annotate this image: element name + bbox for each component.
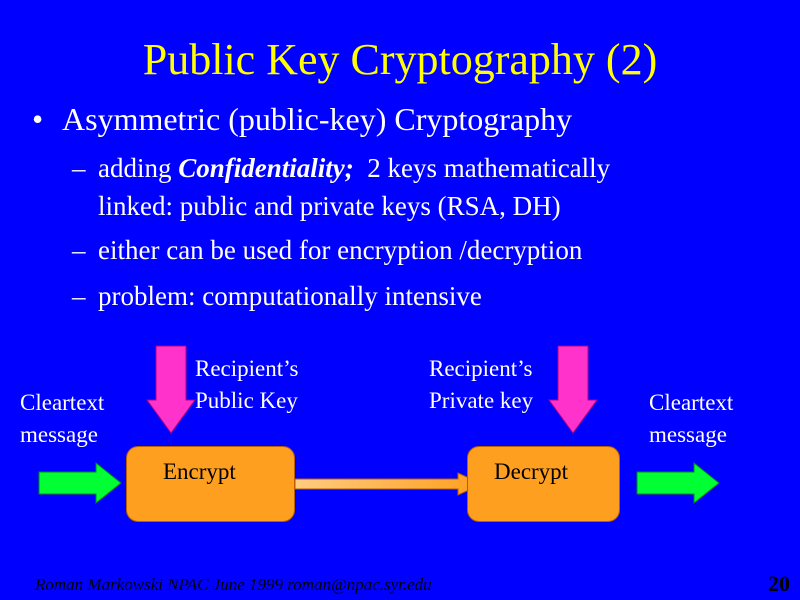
left-cleartext-label: Cleartext message xyxy=(20,387,104,451)
sub-bullet-1-prefix: adding xyxy=(98,153,179,183)
left-cleartext-line1: Cleartext xyxy=(20,390,105,415)
private-key-line1: Recipient’s xyxy=(429,356,533,381)
output-green-arrow-icon xyxy=(636,461,720,505)
sub-bullet-1-continuation: linked: public and private keys (RSA, DH… xyxy=(98,191,561,221)
encrypt-box: Encrypt xyxy=(126,446,295,522)
decrypt-label: Decrypt xyxy=(494,459,569,484)
left-cleartext-line2: message xyxy=(20,422,98,447)
main-bullet: • Asymmetric (public-key) Cryptography xyxy=(32,103,572,135)
sub-bullet-2: –either can be used for encryption /decr… xyxy=(72,237,582,264)
sub-bullet-2-text: either can be used for encryption /decry… xyxy=(98,235,583,265)
encrypt-label: Encrypt xyxy=(163,459,236,484)
sub-bullet-1-rest: 2 keys mathematically xyxy=(353,153,611,183)
private-key-down-arrow-icon xyxy=(548,345,598,434)
private-key-line2: Private key xyxy=(429,388,534,413)
dash-marker: – xyxy=(72,281,86,311)
page-number: 20 xyxy=(768,571,790,596)
input-green-arrow-icon xyxy=(38,461,122,505)
public-key-label: Recipient’s Public Key xyxy=(195,353,298,417)
dash-marker: – xyxy=(72,235,86,265)
bullet-marker: • xyxy=(32,101,44,137)
sub-bullet-3: –problem: computationally intensive xyxy=(72,283,482,310)
sub-bullet-1-emphasis: Confidentiality; xyxy=(178,153,354,183)
footer-credit: Roman Markowski NPAC June 1999 roman@npa… xyxy=(35,575,432,594)
slide-title: Public Key Cryptography (2) xyxy=(142,35,658,84)
dash-marker: – xyxy=(72,153,86,183)
right-cleartext-line1: Cleartext xyxy=(649,390,734,415)
decrypt-box: Decrypt xyxy=(467,446,620,522)
sub-bullet-3-text: problem: computationally intensive xyxy=(98,281,482,311)
public-key-line1: Recipient’s xyxy=(195,356,299,381)
public-key-line2: Public Key xyxy=(195,388,298,413)
main-bullet-text: Asymmetric (public-key) Cryptography xyxy=(62,101,573,137)
public-key-down-arrow-icon xyxy=(146,345,196,434)
right-cleartext-label: Cleartext message xyxy=(649,387,733,451)
sub-bullet-1: –adding Confidentiality; 2 keys mathemat… xyxy=(72,155,610,182)
private-key-label: Recipient’s Private key xyxy=(429,353,533,417)
encrypt-to-decrypt-arrow-icon xyxy=(294,472,484,496)
right-cleartext-line2: message xyxy=(649,422,727,447)
